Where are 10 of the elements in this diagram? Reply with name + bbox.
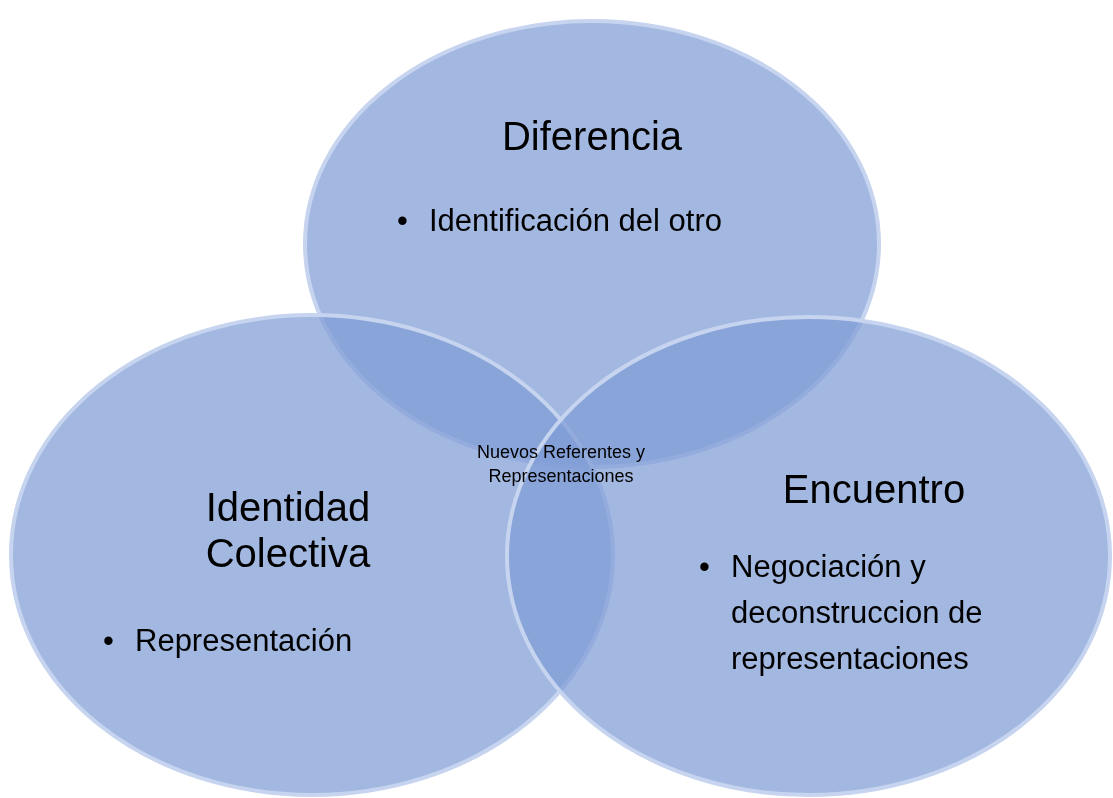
- circle-heading: Identidad Colectiva: [204, 484, 372, 576]
- circle-heading: Encuentro: [781, 466, 967, 512]
- bullet-marker: •: [103, 622, 115, 660]
- bullet-marker: •: [699, 548, 711, 586]
- bullet-text: Negociación y deconstruccion de representaciones: [731, 548, 984, 678]
- bullet-text: Representación: [135, 622, 353, 660]
- overlap-label: Nuevos Referentes y Representaciones: [475, 441, 647, 488]
- bullet-marker: •: [397, 202, 409, 240]
- circle-heading: Diferencia: [500, 113, 684, 159]
- bullet-text: Identificación del otro: [429, 202, 722, 240]
